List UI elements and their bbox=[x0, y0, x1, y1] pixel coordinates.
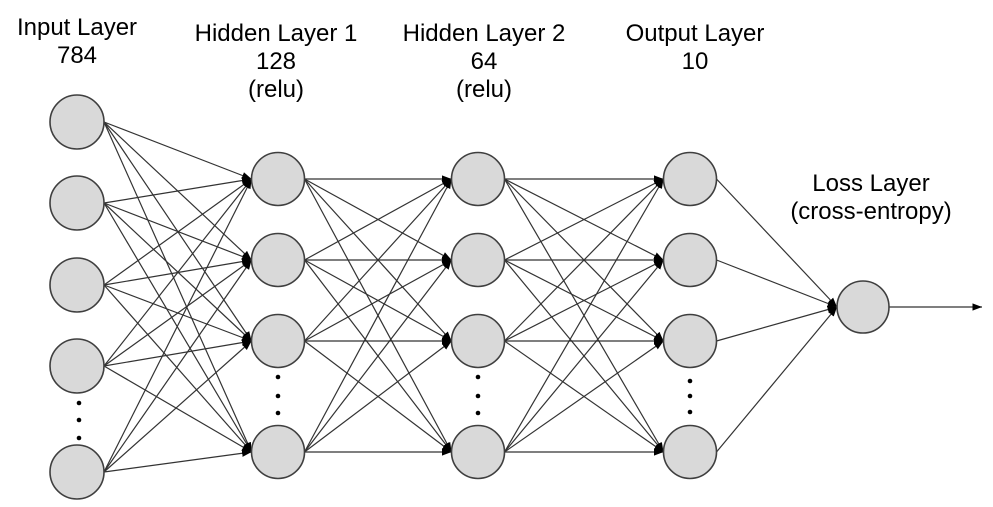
edge-input-layer-1-to-hidden-layer-1-1 bbox=[103, 121, 252, 180]
ellipsis-dot-hidden-layer-1-2 bbox=[275, 393, 281, 399]
edge-hidden-layer-2-4-to-output-layer-2 bbox=[504, 259, 664, 453]
layer-size: 64 bbox=[470, 48, 498, 75]
edge-input-layer-1-to-hidden-layer-1-4 bbox=[103, 121, 253, 453]
node-hidden-layer-2-2 bbox=[450, 232, 506, 288]
node-hidden-layer-2-3 bbox=[450, 313, 506, 369]
ellipsis-dot-hidden-layer-1-3 bbox=[275, 410, 281, 416]
layer-activation: (cross-entropy) bbox=[790, 198, 952, 225]
ellipsis-dot-hidden-layer-2-3 bbox=[475, 410, 481, 416]
ellipsis-dot-output-layer-2 bbox=[687, 393, 693, 399]
edge-output-layer-2-to-loss-layer-1 bbox=[716, 259, 838, 308]
node-input-layer-2 bbox=[49, 175, 105, 231]
node-input-layer-4 bbox=[49, 338, 105, 394]
layer-title: Input Layer bbox=[16, 14, 138, 41]
edge-hidden-layer-2-4-to-output-layer-1 bbox=[503, 178, 665, 453]
layer-size: 784 bbox=[56, 42, 98, 69]
edge-input-layer-5-to-hidden-layer-1-4 bbox=[103, 449, 252, 473]
layer-title: Hidden Layer 1 bbox=[194, 20, 358, 47]
node-input-layer-1 bbox=[49, 94, 105, 150]
node-hidden-layer-1-2 bbox=[250, 232, 306, 288]
edge-output-layer-4-to-loss-layer-1 bbox=[716, 306, 838, 453]
edge-input-layer-5-to-hidden-layer-1-1 bbox=[103, 178, 253, 473]
label-hidden-layer-2: Hidden Layer 2 64 (relu) bbox=[403, 20, 566, 104]
edge-input-layer-3-to-hidden-layer-1-4 bbox=[103, 284, 252, 453]
nodes-group bbox=[49, 94, 890, 500]
layer-title: Output Layer bbox=[625, 20, 765, 47]
edge-input-layer-3-to-hidden-layer-1-1 bbox=[103, 178, 252, 286]
layer-size: 10 bbox=[681, 48, 709, 75]
node-hidden-layer-2-1 bbox=[450, 151, 506, 207]
node-hidden-layer-1-4 bbox=[250, 424, 306, 480]
edge-hidden-layer-2-3-to-output-layer-1 bbox=[504, 178, 664, 342]
ellipsis-dot-input-layer-3 bbox=[76, 435, 82, 441]
layer-activation: (relu) bbox=[455, 76, 512, 103]
ellipsis-dot-input-layer-2 bbox=[76, 417, 82, 423]
layer-title: Loss Layer bbox=[812, 170, 930, 197]
ellipsis-dot-input-layer-1 bbox=[76, 400, 82, 406]
ellipsis-group bbox=[76, 374, 693, 441]
node-input-layer-3 bbox=[49, 257, 105, 313]
edge-hidden-layer-1-4-to-hidden-layer-2-3 bbox=[304, 340, 452, 453]
edge-input-layer-4-to-hidden-layer-1-4 bbox=[103, 365, 252, 453]
node-hidden-layer-2-4 bbox=[450, 424, 506, 480]
ellipsis-dot-hidden-layer-1-1 bbox=[275, 374, 281, 380]
edge-input-layer-4-to-hidden-layer-1-1 bbox=[103, 178, 252, 367]
edge-hidden-layer-1-3-to-hidden-layer-2-2 bbox=[304, 259, 452, 342]
layer-title: Hidden Layer 2 bbox=[402, 20, 566, 47]
edge-hidden-layer-2-3-to-output-layer-2 bbox=[504, 259, 664, 342]
node-output-layer-3 bbox=[662, 313, 718, 369]
edge-hidden-layer-1-4-to-hidden-layer-2-1 bbox=[303, 178, 453, 453]
edges-group bbox=[103, 121, 983, 473]
edge-output-layer-3-to-loss-layer-1 bbox=[716, 306, 838, 342]
edge-hidden-layer-1-2-to-hidden-layer-2-1 bbox=[304, 178, 452, 261]
node-output-layer-4 bbox=[662, 424, 718, 480]
label-input-layer: Input Layer 784 bbox=[17, 14, 137, 70]
edge-input-layer-5-to-hidden-layer-1-2 bbox=[103, 259, 252, 473]
edge-hidden-layer-1-3-to-hidden-layer-2-1 bbox=[304, 178, 452, 342]
edge-hidden-layer-1-4-to-hidden-layer-2-2 bbox=[304, 259, 452, 453]
ellipsis-dot-output-layer-3 bbox=[687, 409, 693, 415]
node-output-layer-2 bbox=[662, 232, 718, 288]
node-loss-layer-1 bbox=[836, 280, 890, 334]
node-output-layer-1 bbox=[662, 151, 718, 207]
node-input-layer-5 bbox=[49, 444, 105, 500]
edge-input-layer-2-to-hidden-layer-1-1 bbox=[103, 176, 252, 204]
label-loss-layer: Loss Layer (cross-entropy) bbox=[790, 170, 951, 226]
edge-input-layer-5-to-hidden-layer-1-3 bbox=[103, 340, 252, 473]
label-output-layer: Output Layer 10 bbox=[626, 20, 765, 76]
edge-hidden-layer-2-4-to-output-layer-3 bbox=[504, 340, 664, 453]
ellipsis-dot-output-layer-1 bbox=[687, 378, 693, 384]
edge-input-layer-4-to-hidden-layer-1-2 bbox=[103, 259, 252, 367]
node-hidden-layer-1-1 bbox=[250, 151, 306, 207]
label-hidden-layer-1: Hidden Layer 1 128 (relu) bbox=[195, 20, 358, 104]
edge-hidden-layer-2-2-to-output-layer-1 bbox=[504, 178, 664, 261]
layer-activation: (relu) bbox=[247, 76, 304, 103]
node-hidden-layer-1-3 bbox=[250, 313, 306, 369]
layer-size: 128 bbox=[255, 48, 297, 75]
edge-input-layer-4-to-hidden-layer-1-3 bbox=[103, 339, 252, 367]
edge-output-layer-1-to-loss-layer-1 bbox=[716, 178, 838, 308]
ellipsis-dot-hidden-layer-2-1 bbox=[475, 374, 481, 380]
ellipsis-dot-hidden-layer-2-2 bbox=[475, 393, 481, 399]
edge-input-layer-2-to-hidden-layer-1-4 bbox=[103, 202, 253, 453]
